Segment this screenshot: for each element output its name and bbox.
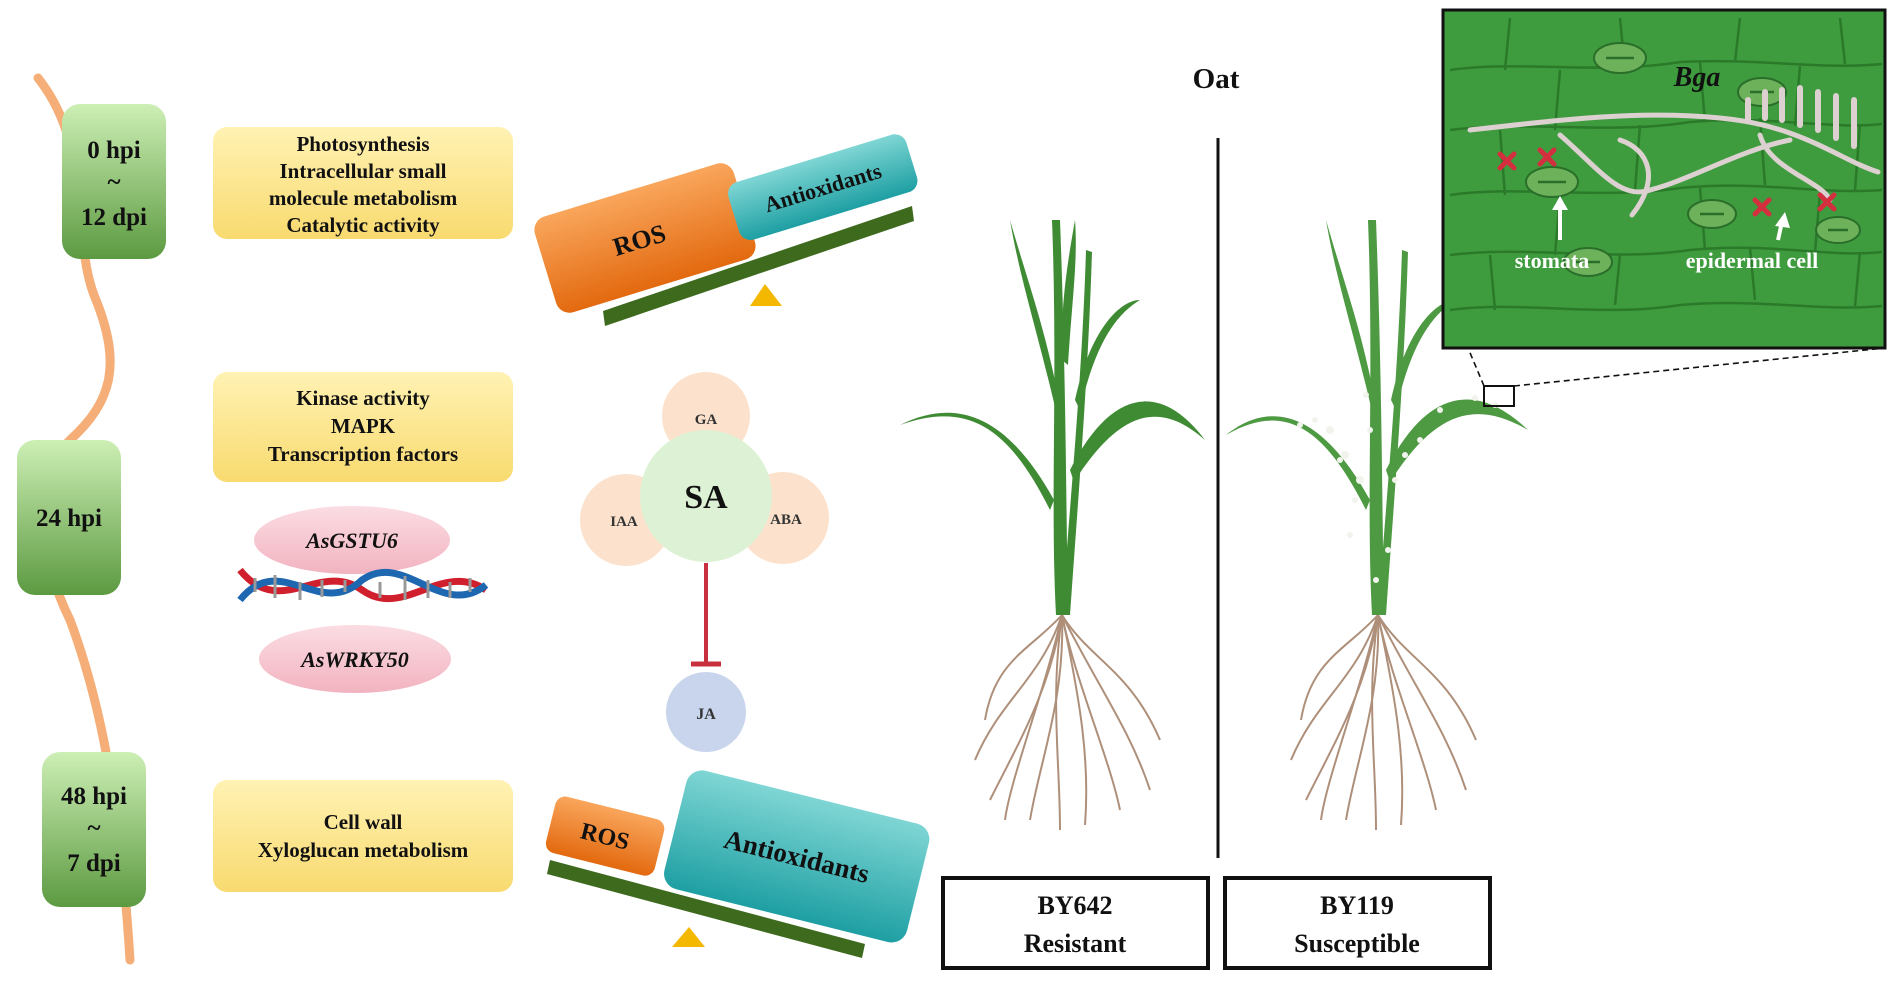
zoom-region-marker [1483,385,1515,407]
ja-node [666,672,746,752]
fulcrum-bottom [672,927,705,947]
stage-2-line1: 48 hpi [61,783,127,810]
susceptible-label-box: BY119 Susceptible [1223,876,1492,970]
stage-0-line2: ~ [107,169,120,196]
stage-2-line3: 7 dpi [67,850,121,877]
ros-block-top [534,163,756,313]
leaf-inset: Bga stomata epidermal cell [1441,8,1887,350]
category-0-line-3: Catalytic activity [286,213,440,237]
balance-bottom: ROS Antioxidants [545,770,930,958]
category-box-2: Cell wall Xyloglucan metabolism [213,780,513,892]
aba-label: ABA [770,512,802,528]
resistant-plant [900,220,1205,831]
category-box-0: Photosynthesis Intracellular small molec… [213,127,513,239]
antioxidants-block-bottom [664,770,930,943]
zoom-line-left [1467,347,1485,387]
stage-0-line3: 12 dpi [81,204,147,231]
zoom-line-right [1513,347,1886,387]
stage-box-2: 48 hpi ~ 7 dpi [42,752,146,907]
susceptible-line2: Susceptible [1294,929,1420,958]
sa-label: SA [684,479,728,516]
fulcrum-top [750,284,782,306]
susceptible-plant [1226,220,1886,831]
iaa-label: IAA [610,514,638,530]
beam-bottom [547,860,865,958]
beam-top [603,206,914,326]
susceptible-line1: BY119 [1320,891,1394,920]
category-0-line-0: Photosynthesis [296,132,429,156]
gene-pill-1: AsWRKY50 [259,625,451,693]
inset-stomata-label: stomata [1515,248,1590,273]
balance-top: ROS Antioxidants [534,134,918,326]
category-2-line-0: Cell wall [324,810,403,834]
inset-pathogen-label: Bga [1673,62,1721,93]
stage-box-1: 24 hpi [17,440,121,595]
antioxidants-block-top [728,134,918,241]
gene-label-0: AsGSTU6 [304,528,398,553]
inset-epidermal-label: epidermal cell [1686,248,1819,273]
gene-label-1: AsWRKY50 [299,647,409,672]
stage-0-line1: 0 hpi [87,137,141,164]
stage-1-line1: 24 hpi [36,505,102,532]
dna-helix [237,567,489,603]
resistant-line2: Resistant [1024,929,1127,958]
category-box-1: Kinase activity MAPK Transcription facto… [213,372,513,482]
category-1-line-2: Transcription factors [268,442,458,466]
ros-block-bottom [545,796,665,876]
ja-label: JA [696,706,716,723]
category-0-line-1: Intracellular small [279,159,446,183]
category-1-line-1: MAPK [331,414,396,438]
category-0-line-2: molecule metabolism [269,186,458,210]
ga-label: GA [695,412,718,428]
hormone-network: GA IAA ABA SA JA [580,372,829,752]
resistant-line1: BY642 [1037,891,1112,920]
category-1-line-0: Kinase activity [296,386,430,410]
figure-title: Oat [1193,63,1240,95]
category-2-line-1: Xyloglucan metabolism [258,838,469,862]
gene-pill-0: AsGSTU6 [254,506,450,574]
stage-2-line2: ~ [87,815,100,842]
resistant-label-box: BY642 Resistant [941,876,1210,970]
stage-box-0: 0 hpi ~ 12 dpi [62,104,166,259]
sa-node [640,430,772,562]
